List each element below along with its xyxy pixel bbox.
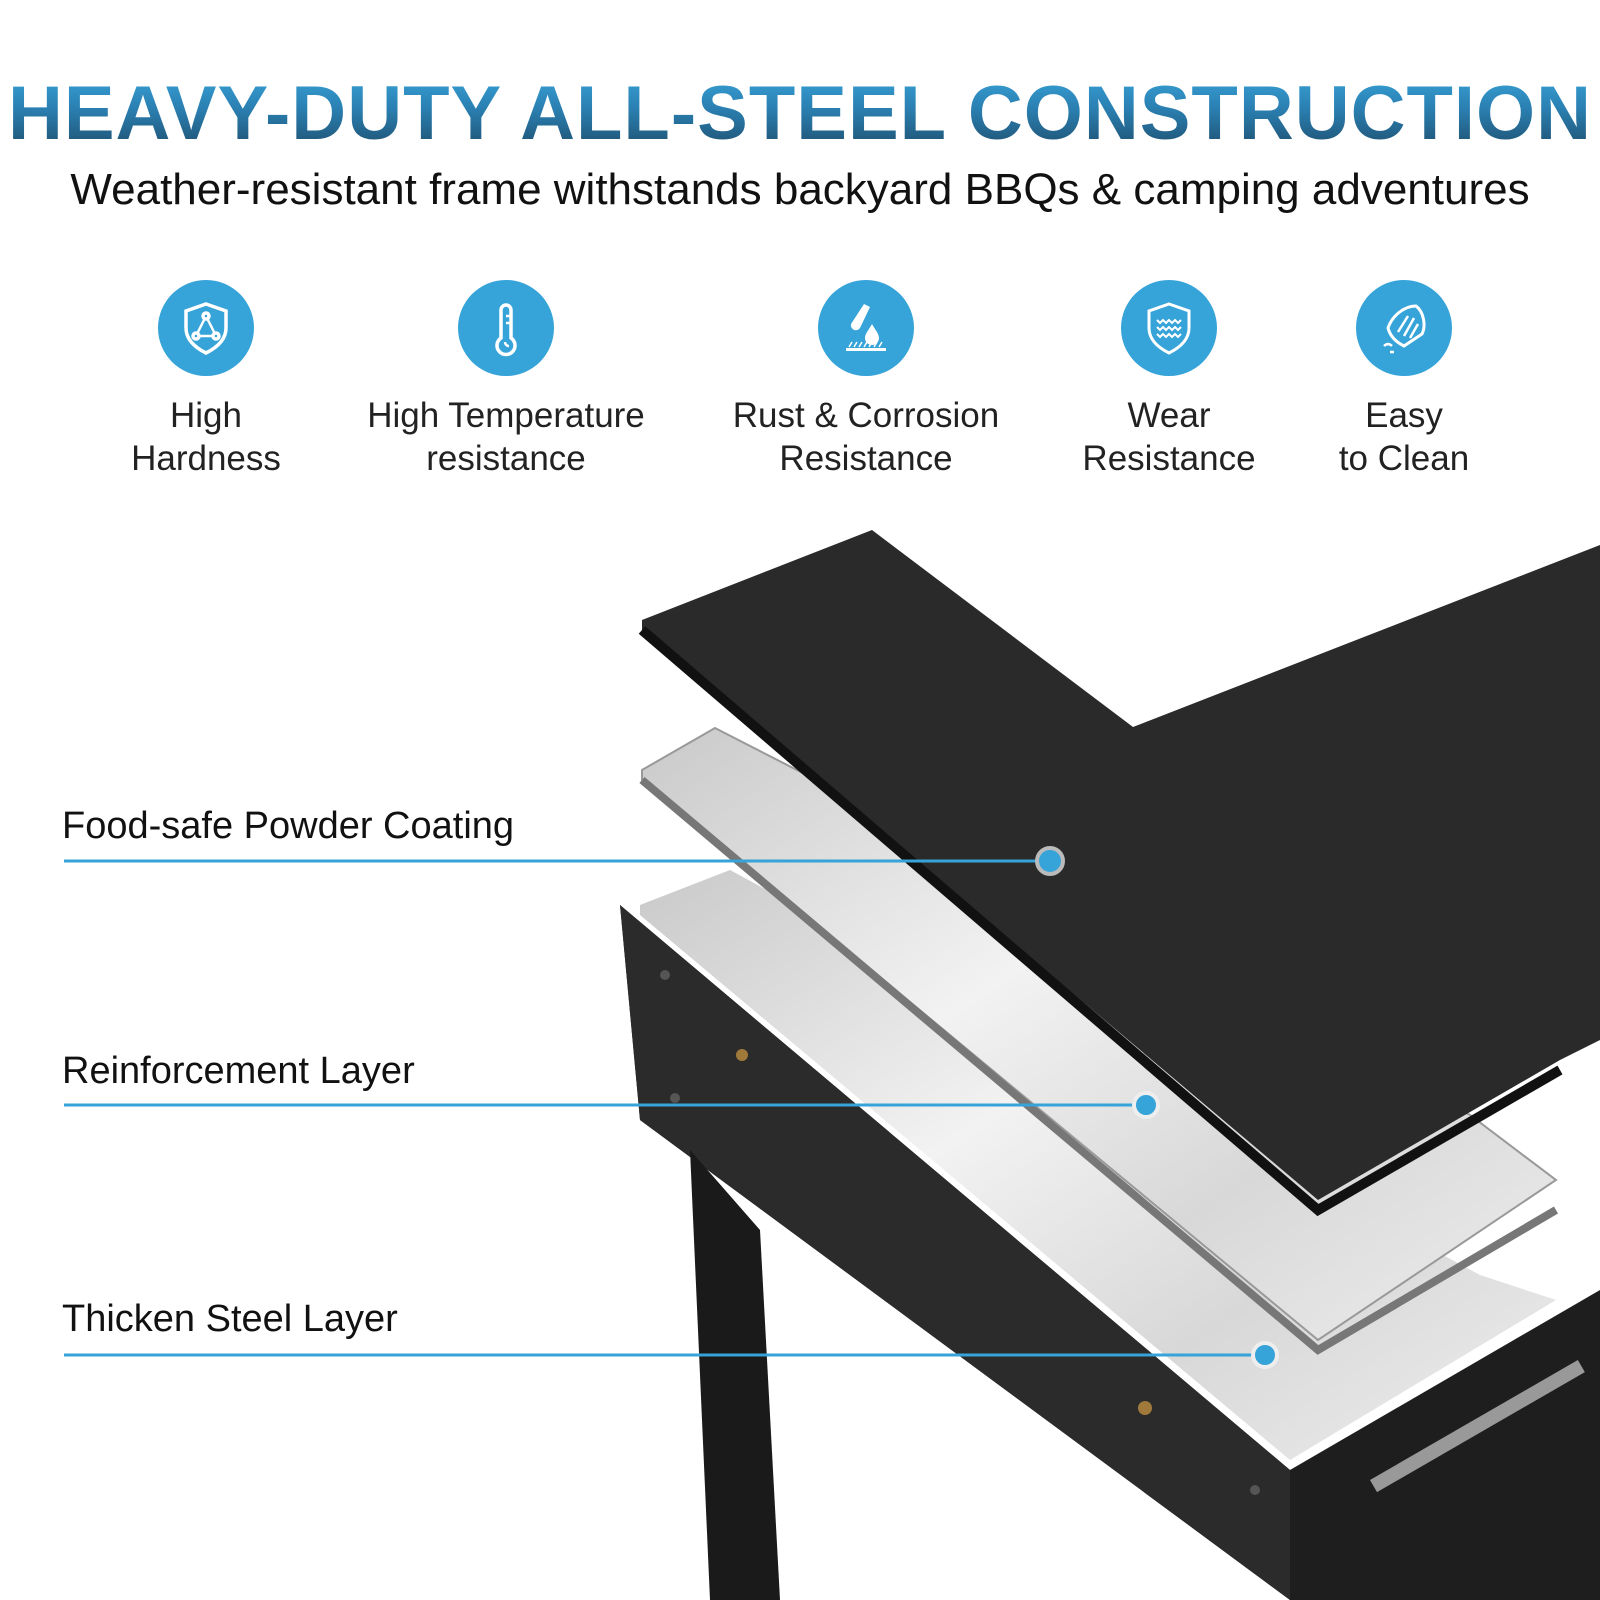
- feature-label-line1: Easy: [1365, 396, 1443, 435]
- table-leg: [690, 1150, 780, 1600]
- feature-label-line1: Wear: [1127, 396, 1211, 435]
- layer-label-reinforcement: Reinforcement Layer: [62, 1050, 415, 1092]
- feature-label-line1: High: [170, 396, 242, 435]
- feature-label-line2: Hardness: [131, 439, 281, 478]
- callout-lines: [64, 846, 1279, 1369]
- cleaning-hand-icon: [1356, 280, 1452, 376]
- table-body: [620, 905, 1600, 1600]
- layer-label-powder-coating: Food-safe Powder Coating: [62, 805, 515, 847]
- feature-label-line2: Resistance: [779, 439, 953, 478]
- test-tube-drop-icon: [818, 280, 914, 376]
- feature-label-line2: Resistance: [1082, 439, 1256, 478]
- thermometer-icon: [458, 280, 554, 376]
- page-title: HEAVY-DUTY ALL-STEEL CONSTRUCTION: [0, 70, 1600, 157]
- page-subtitle: Weather-resistant frame withstands backy…: [70, 165, 1530, 214]
- feature-label-line2: resistance: [426, 439, 586, 478]
- shield-icon: [158, 280, 254, 376]
- layer-label-steel: Thicken Steel Layer: [62, 1298, 398, 1340]
- shield-waves-icon: [1121, 280, 1217, 376]
- feature-label-line1: High Temperature: [367, 396, 645, 435]
- feature-label-line2: to Clean: [1338, 439, 1470, 478]
- powder-coating-layer: [642, 530, 1600, 1200]
- feature-high-temperature: High Temperature resistance: [346, 280, 666, 480]
- feature-label-line1: Rust & Corrosion: [732, 396, 1000, 435]
- feature-easy-clean: Easy to Clean: [1244, 280, 1564, 480]
